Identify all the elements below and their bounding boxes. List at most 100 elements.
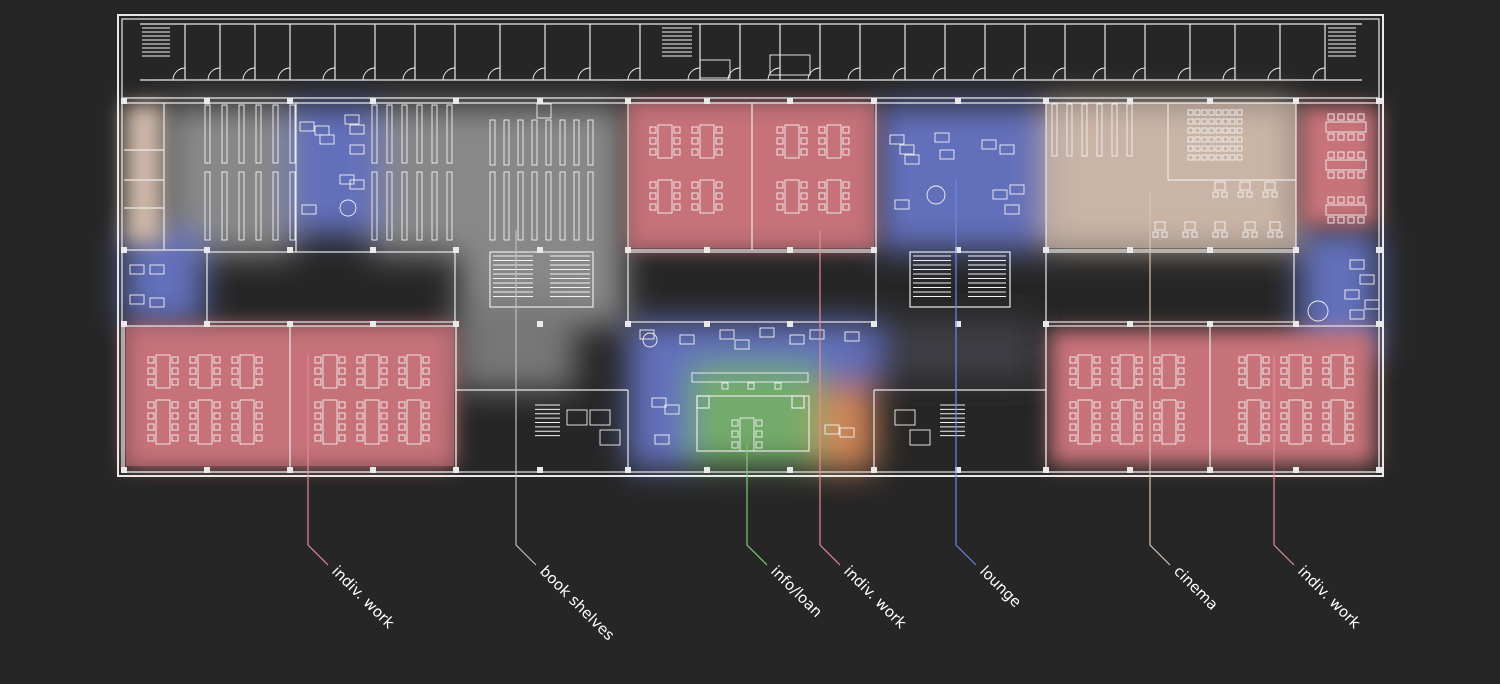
cinema-seat (1236, 154, 1243, 161)
chair (1262, 378, 1270, 386)
chair (818, 192, 826, 200)
chair (213, 401, 221, 409)
sofa (824, 424, 840, 435)
chair (338, 367, 346, 375)
cinema-seat (1187, 154, 1194, 161)
chair (1069, 367, 1077, 375)
cinema-seat (1194, 109, 1201, 116)
chair (189, 434, 197, 442)
column (370, 467, 376, 473)
chair (1153, 412, 1161, 420)
chair (356, 434, 364, 442)
door-swing (727, 67, 741, 81)
chair (338, 412, 346, 420)
cinema-seat (1208, 109, 1215, 116)
chair (1337, 151, 1345, 159)
cinema-seat (1208, 127, 1215, 134)
chair (338, 434, 346, 442)
shelf (1096, 103, 1103, 157)
chair (1280, 378, 1288, 386)
sofa (651, 397, 667, 408)
zone-overlays (124, 103, 1378, 470)
column (287, 98, 293, 104)
sofa (339, 174, 355, 185)
door-swing (322, 67, 336, 81)
chair (380, 378, 388, 386)
lounge-zone-dark (880, 320, 1040, 380)
chair (398, 378, 406, 386)
shelf (386, 104, 393, 164)
column (287, 321, 293, 327)
chair (1280, 423, 1288, 431)
column (204, 98, 210, 104)
chair (776, 148, 784, 156)
sofa (344, 114, 360, 125)
cinema-seat (1208, 145, 1215, 152)
chair (1327, 113, 1335, 121)
chair (1093, 412, 1101, 420)
desk (699, 179, 715, 214)
door-swing (1222, 67, 1236, 81)
desk (1119, 399, 1135, 445)
chair (1280, 434, 1288, 442)
door-swing (807, 67, 821, 81)
chair (189, 378, 197, 386)
chair (1346, 412, 1354, 420)
label-lounge: lounge (976, 562, 1025, 611)
sofa (149, 297, 165, 308)
door-swing (442, 67, 456, 81)
shelf (204, 171, 211, 241)
cinema-seat (1229, 145, 1236, 152)
chair (1135, 434, 1143, 442)
chair (691, 126, 699, 134)
chair (147, 378, 155, 386)
chair (147, 356, 155, 364)
cinema-seat (1201, 109, 1208, 116)
chair (776, 181, 784, 189)
shelf (272, 171, 279, 241)
desk (322, 399, 338, 445)
cinema-seat (1236, 127, 1243, 134)
shelf (503, 171, 510, 241)
cinema-seat (1236, 145, 1243, 152)
chair (1346, 401, 1354, 409)
chair (422, 378, 430, 386)
chair (314, 434, 322, 442)
door-swing (1092, 67, 1106, 81)
chair (1093, 434, 1101, 442)
chair (1238, 356, 1246, 364)
chair (1242, 231, 1249, 238)
cinema-seat (1215, 145, 1222, 152)
north-rooms (142, 24, 1356, 81)
door-swing (172, 67, 186, 81)
cinema-seat (1222, 127, 1229, 134)
desk-group (314, 354, 346, 389)
shelf (221, 171, 228, 241)
chair (1093, 356, 1101, 364)
desk (784, 179, 800, 214)
cinema-seat (1194, 127, 1201, 134)
chair (1153, 434, 1161, 442)
chair (1280, 367, 1288, 375)
chair (818, 148, 826, 156)
shelf (401, 104, 408, 164)
shelf (545, 171, 552, 241)
chair (1093, 423, 1101, 431)
chair (356, 401, 364, 409)
chair (314, 367, 322, 375)
desk-group (1280, 399, 1312, 445)
desk (364, 399, 380, 445)
shelf (221, 104, 228, 164)
desk-group (776, 124, 808, 159)
door-swing (767, 67, 781, 81)
chair (800, 126, 808, 134)
door-swing (207, 67, 221, 81)
column (871, 467, 877, 473)
cinema-seat (1201, 154, 1208, 161)
column (1376, 467, 1382, 473)
chair (755, 419, 763, 427)
chair (649, 203, 657, 211)
cinema-seat (1222, 109, 1229, 116)
chair (673, 148, 681, 156)
